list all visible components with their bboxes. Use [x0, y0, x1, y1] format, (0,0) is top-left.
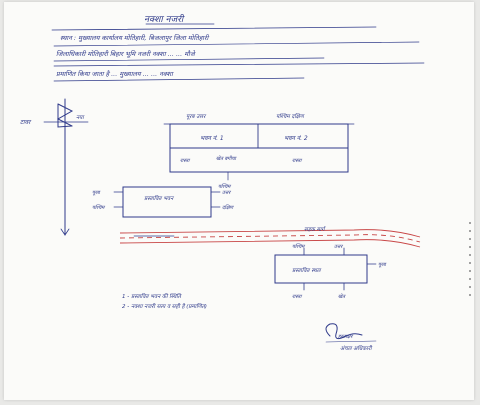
top-block-right-cell: भवन नं. 2 — [284, 135, 308, 142]
lower-block-center: प्रस्तावित स्थल — [292, 267, 322, 274]
lower-block-bottom-right: खेत — [338, 293, 346, 300]
middle-block-right-bottom: दक्षिण — [222, 204, 235, 211]
tower-side-label: नया — [76, 115, 85, 121]
road-label: सड़क मार्ग — [304, 226, 326, 233]
top-block-label-top-left: पूरब उत्तर — [186, 114, 207, 120]
road — [119, 229, 421, 248]
document-sheet: नक्शा नजरी स्थान : मुख्यालय कार्यालय मोत… — [4, 2, 474, 400]
lower-block-right: पूरब — [378, 262, 387, 268]
header-line-1: स्थान : मुख्यालय कार्यालय मोतिहारी, बिजल… — [60, 34, 210, 42]
top-block-below-label: पश्चिम — [218, 183, 231, 190]
middle-block-right-top: उत्तर — [222, 190, 231, 196]
top-block-bottom-right: रास्ता — [292, 158, 303, 164]
lower-building-block — [274, 247, 377, 291]
lower-block-top-left: पश्चिम — [292, 243, 305, 250]
middle-block-center: प्रस्तावित भवन — [144, 195, 174, 202]
middle-block-left-bottom: पश्चिम — [92, 204, 105, 211]
top-block-label-top-right: पश्चिम दक्षिण — [276, 113, 305, 120]
signature — [325, 323, 377, 343]
note-1: 1 - प्रस्तावित भवन की स्थिति — [122, 293, 183, 300]
top-block-bottom-mid: खेत बगीचा — [216, 155, 238, 162]
hand-drawn-site-map: नक्शा नजरी स्थान : मुख्यालय कार्यालय मोत… — [20, 13, 471, 352]
signature-name: हस्ताक्षर — [338, 334, 353, 340]
header-line-2: जिलाधिकारी मोतिहारी बिहार भूमि नजरी नक्श… — [56, 50, 196, 58]
document-title: नक्शा नजरी — [144, 13, 185, 25]
lower-block-top-right: उत्तर — [334, 244, 343, 250]
note-2: 2 - नक्शा नजरी सत्य व सही है (प्रमाणित) — [122, 303, 207, 310]
middle-block-left-top: पूरब — [92, 190, 101, 196]
tower-symbol — [43, 98, 89, 236]
top-block-bottom-left: रास्ता — [180, 158, 191, 164]
middle-building-block — [113, 186, 221, 218]
tower-label: टावर — [20, 119, 32, 126]
lower-block-bottom-left: रास्ता — [292, 294, 303, 300]
header-line-3: प्रमाणित किया जाता है ... मुख्यालय ... .… — [56, 70, 174, 78]
top-building-block — [163, 123, 355, 181]
top-block-left-cell: भवन नं. 1 — [200, 135, 224, 142]
signature-designation: अंचल अधिकारी — [340, 345, 373, 352]
